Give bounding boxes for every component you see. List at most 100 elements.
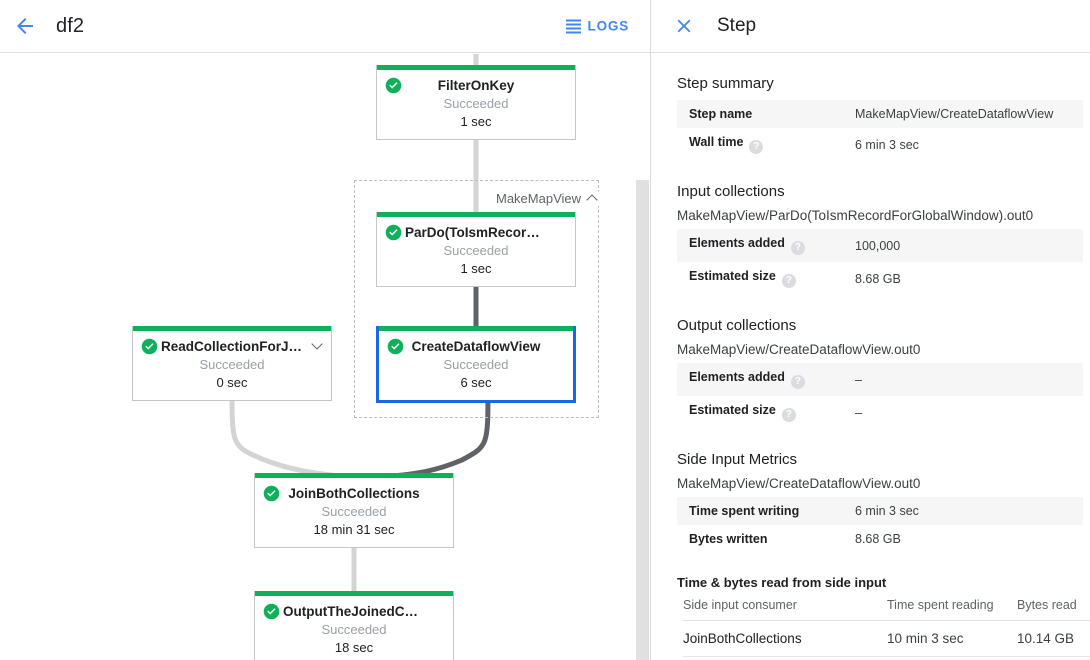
row-key: Bytes written (689, 532, 768, 546)
node-time: 18 sec (334, 640, 374, 655)
row-key-label: Elements added (689, 236, 785, 250)
help-icon[interactable]: ? (749, 140, 764, 154)
help-icon[interactable]: ? (790, 241, 805, 255)
graph-node-output-the-joined-collection[interactable]: OutputTheJoinedCollec… Succeeded 18 sec (254, 591, 454, 660)
side-input-read-table-title: Time & bytes read from side input (677, 575, 887, 590)
check-circle-icon (263, 603, 280, 620)
chevron-down-icon[interactable] (312, 340, 323, 351)
graph-node-read-collection-for-join[interactable]: ReadCollectionForJoin Succeeded 0 sec (132, 326, 332, 401)
input-collection-name: MakeMapView/ParDo(ToIsmRecordForGlobalWi… (677, 208, 1034, 223)
table-row: Estimated size? – (677, 396, 1083, 429)
row-value: 100,000 (845, 229, 1083, 262)
column-header-bytes-read: Bytes read (1017, 592, 1090, 621)
step-summary-table: Step name MakeMapView/CreateDataflowView… (677, 100, 1083, 161)
input-collections-table: Elements added? 100,000 Estimated size? … (677, 229, 1083, 295)
close-icon[interactable] (673, 15, 695, 37)
row-key-label: Elements added (689, 370, 785, 384)
row-value: 6 min 3 sec (855, 137, 919, 152)
table-row: Time spent writing 6 min 3 sec (677, 497, 1083, 525)
check-circle-icon (387, 338, 404, 355)
column-header-time-spent-reading: Time spent reading (887, 592, 1017, 621)
node-status: Succeeded (199, 357, 265, 372)
logs-button-label: LOGS (587, 18, 629, 34)
row-value: 6 min 3 sec (845, 497, 1083, 525)
composite-group-name: MakeMapView (496, 191, 582, 206)
table-row: Step name MakeMapView/CreateDataflowView (677, 100, 1083, 128)
row-key: Estimated size? (677, 262, 845, 295)
graph-node-create-dataflow-view[interactable]: CreateDataflowView Succeeded 6 sec (376, 326, 576, 403)
composite-group-label[interactable]: MakeMapView (494, 191, 601, 206)
column-header-consumer: Side input consumer (683, 592, 887, 621)
node-time: 6 sec (460, 375, 492, 390)
input-collections-heading: Input collections (677, 183, 785, 200)
check-circle-icon (385, 77, 402, 94)
help-icon[interactable]: ? (790, 375, 805, 389)
status-bar (377, 212, 575, 217)
graph-node-join-both-collections[interactable]: JoinBothCollections Succeeded 18 min 31 … (254, 473, 454, 548)
table-row: Estimated size? 8.68 GB (677, 262, 1083, 295)
row-key-label: Estimated size (689, 269, 776, 283)
node-status: Succeeded (443, 243, 509, 258)
graph-scrollbar[interactable] (636, 54, 649, 660)
step-panel-title: Step (717, 15, 757, 36)
status-bar (379, 326, 573, 331)
chevron-up-icon[interactable] (587, 193, 598, 204)
table-row: Elements added? 100,000 (677, 229, 1083, 262)
job-graph-panel: df2 LOGS (0, 0, 651, 660)
page-title: df2 (56, 14, 85, 37)
job-header: df2 LOGS (0, 0, 650, 53)
composite-group-makemapview[interactable] (354, 180, 599, 418)
logs-button[interactable]: LOGS (565, 18, 629, 34)
node-time: 1 sec (460, 261, 492, 276)
output-collections-table: Elements added? – Estimated size? – (677, 363, 1083, 429)
side-input-collection-name: MakeMapView/CreateDataflowView.out0 (677, 476, 921, 491)
job-graph-canvas[interactable]: MakeMapView FilterOnKey Succeeded 1 sec (0, 54, 650, 660)
row-value: – (855, 405, 862, 420)
node-title: JoinBothCollections (288, 486, 420, 501)
graph-scrollbar-thumb[interactable] (636, 180, 649, 660)
row-key-label: Estimated size (689, 403, 776, 417)
node-status: Succeeded (443, 357, 509, 372)
node-title: ReadCollectionForJoin (161, 339, 309, 354)
check-circle-icon (263, 485, 280, 502)
row-key: Elements added? (677, 229, 845, 262)
node-title: CreateDataflowView (411, 339, 541, 354)
help-icon[interactable]: ? (781, 408, 796, 422)
node-time: 18 min 31 sec (313, 522, 395, 537)
status-bar (255, 473, 453, 478)
check-circle-icon (141, 338, 158, 355)
cell-bytes-read: 10.14 GB (1017, 620, 1090, 657)
output-collection-name: MakeMapView/CreateDataflowView.out0 (677, 342, 921, 357)
output-collections-heading: Output collections (677, 317, 797, 334)
step-details-panel: Step Step summary Step name MakeMapView/… (651, 0, 1090, 660)
node-status: Succeeded (321, 504, 387, 519)
status-bar (255, 591, 453, 596)
arrow-back-icon[interactable] (12, 13, 38, 39)
step-panel-header: Step (651, 0, 1090, 53)
table-row: Bytes written 8.68 GB (677, 525, 1083, 553)
node-title: ParDo(ToIsmRecordFor… (405, 225, 565, 240)
cell-consumer: JoinBothCollections (683, 620, 887, 657)
row-value: 8.68 GB (855, 532, 901, 546)
cell-time-spent-reading: 10 min 3 sec (887, 620, 1017, 657)
row-value: MakeMapView/CreateDataflowView (845, 100, 1083, 128)
help-icon[interactable]: ? (781, 274, 796, 288)
status-bar (377, 65, 575, 70)
row-key: Elements added? (677, 363, 845, 396)
table-row: JoinBothCollections 10 min 3 sec 10.14 G… (683, 620, 1090, 657)
step-summary-heading: Step summary (677, 75, 774, 92)
side-input-metrics-table: Time spent writing 6 min 3 sec Bytes wri… (677, 497, 1083, 553)
graph-node-pardo-toismrecord[interactable]: ParDo(ToIsmRecordFor… Succeeded 1 sec (376, 212, 576, 287)
graph-node-filter-on-key[interactable]: FilterOnKey Succeeded 1 sec (376, 65, 576, 140)
side-input-read-table: Side input consumer Time spent reading B… (683, 592, 1090, 657)
table-row: Wall time? 6 min 3 sec (677, 128, 1083, 161)
node-status: Succeeded (443, 96, 509, 111)
side-input-metrics-heading: Side Input Metrics (677, 451, 798, 468)
table-row: Elements added? – (677, 363, 1083, 396)
node-title: FilterOnKey (437, 78, 515, 93)
row-value: 8.68 GB (855, 271, 901, 286)
row-key: Wall time? (677, 128, 845, 161)
table-header-row: Side input consumer Time spent reading B… (683, 592, 1090, 621)
node-time: 0 sec (216, 375, 248, 390)
